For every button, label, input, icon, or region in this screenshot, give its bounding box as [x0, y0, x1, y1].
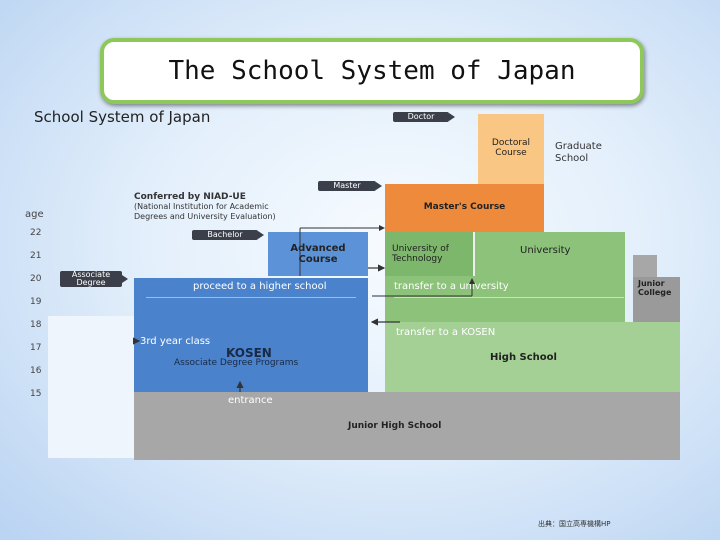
conferred-title: Conferred by NIAD-UE — [134, 192, 246, 202]
doctor-tag-label: Doctor — [407, 111, 435, 121]
source-note: 出典：国立高専機構HP — [538, 520, 611, 528]
doctor-tag: Doctor — [393, 111, 455, 122]
university-of-technology-label: University of Technology — [392, 244, 449, 264]
entrance-label: entrance — [228, 395, 273, 406]
kosen-sub-label: Associate Degree Programs — [174, 358, 299, 368]
master-tag: Master — [318, 180, 382, 191]
age-axis-label: age — [25, 209, 44, 220]
advanced-course-block: Advanced Course — [268, 232, 368, 276]
age-18: 18 — [30, 320, 42, 330]
university-of-technology-block — [385, 232, 473, 276]
junior-college-block — [633, 277, 680, 322]
conferred-line2: Degrees and University Evaluation) — [134, 211, 276, 221]
age-19: 19 — [30, 297, 42, 307]
high-school-block — [385, 322, 680, 392]
conferred-line1: (National Institution for Academic — [134, 202, 269, 212]
age-panel — [48, 316, 134, 458]
age-21: 21 — [30, 251, 42, 261]
high-school-label: High School — [490, 352, 557, 363]
bachelor-tag: Bachelor — [192, 229, 264, 240]
page-title: The School System of Japan — [168, 56, 576, 86]
age-22: 22 — [30, 228, 42, 238]
masters-course-block: Master's Course — [385, 184, 544, 232]
transfer-university-label: transfer to a university — [394, 281, 509, 292]
age-15: 15 — [30, 389, 42, 399]
transfer-kosen-label: transfer to a KOSEN — [396, 327, 496, 338]
junior-high-school-label: Junior High School — [348, 421, 442, 431]
graduate-school-label: Graduate School — [555, 141, 602, 164]
third-year-label: 3rd year class — [140, 336, 211, 347]
kosen-label: KOSEN — [226, 346, 272, 360]
university-hline — [394, 297, 624, 298]
associate-degree-tag-label: Associate Degree — [71, 269, 111, 287]
university-divider — [473, 232, 475, 276]
conferred-note: Conferred by NIAD-UE (National Instituti… — [134, 192, 276, 221]
advanced-course-label: Advanced Course — [290, 243, 346, 265]
title-banner: The School System of Japan — [100, 38, 644, 104]
university-label: University — [520, 245, 571, 256]
proceed-label: proceed to a higher school — [193, 281, 327, 292]
diagram-heading: School System of Japan — [34, 108, 211, 126]
masters-course-label: Master's Course — [423, 202, 506, 213]
junior-high-school-block — [134, 392, 680, 460]
junior-college-label: Junior College — [638, 279, 672, 297]
doctoral-course-label: Doctoral Course — [491, 138, 531, 158]
doctoral-course-block: Doctoral Course — [478, 114, 544, 184]
age-16: 16 — [30, 366, 42, 376]
master-tag-label: Master — [333, 180, 361, 190]
junior-college-bar — [633, 255, 657, 277]
bachelor-tag-label: Bachelor — [207, 229, 243, 239]
associate-degree-tag: Associate Degree — [60, 269, 128, 287]
age-20: 20 — [30, 274, 42, 284]
age-17: 17 — [30, 343, 42, 353]
kosen-divider — [146, 297, 356, 298]
